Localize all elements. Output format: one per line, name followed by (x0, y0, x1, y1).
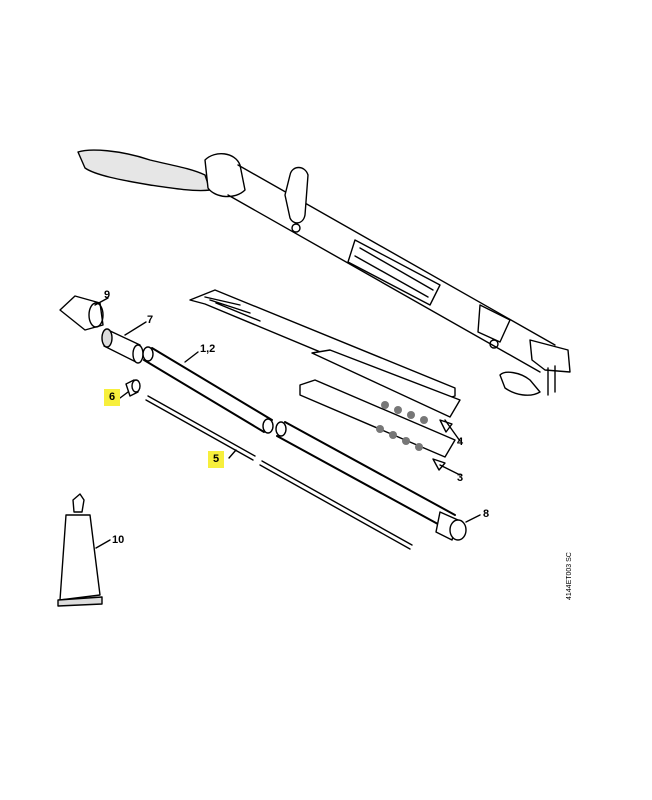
callout-6: 6 (104, 389, 121, 406)
callout-1-2: 1,2 (200, 343, 216, 355)
callout-9: 9 (104, 289, 111, 301)
callout-4: 4 (457, 436, 464, 448)
part-7-bushing (101, 321, 147, 364)
part-9-cap (59, 295, 109, 331)
part-10-grease-tube (57, 493, 111, 607)
callout-7: 7 (147, 314, 154, 326)
callout-10: 10 (112, 534, 125, 546)
reference-code: 4144ET003 SC (566, 552, 573, 600)
engine-drive-assembly (77, 149, 571, 396)
part-6-bushing (119, 379, 141, 399)
callout-5: 5 (208, 451, 225, 468)
part-decals (189, 289, 461, 476)
callout-3: 3 (457, 472, 464, 484)
callout-8: 8 (483, 508, 490, 520)
part-5-shaft (145, 395, 413, 550)
part-1-2-tube (142, 346, 456, 530)
part-8-plug (435, 511, 481, 541)
